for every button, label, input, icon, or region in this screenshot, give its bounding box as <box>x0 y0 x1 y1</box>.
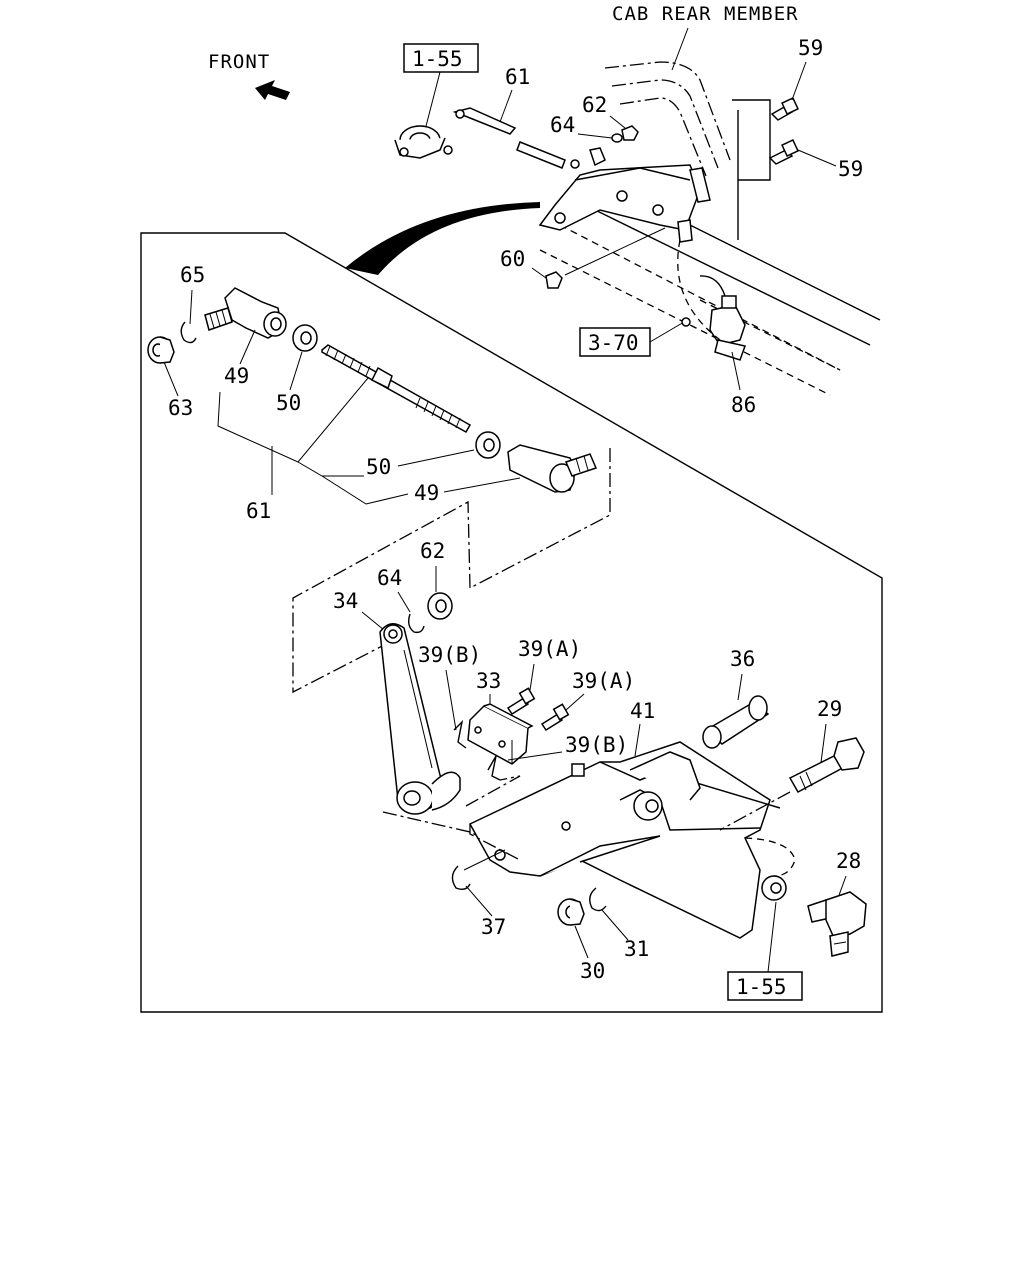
bolt-59-lower <box>768 139 799 165</box>
hidden-bushing <box>744 837 796 877</box>
screw-39a-lower <box>540 703 570 732</box>
callout-49-left: 49 <box>224 364 249 388</box>
clamp-part <box>394 125 453 159</box>
nut-50-right <box>475 431 501 459</box>
detail-arrow <box>345 202 540 275</box>
ref-label: 1-55 <box>736 975 787 999</box>
nut-63 <box>147 336 175 364</box>
spring-39b-upper <box>453 719 467 749</box>
callout-29: 29 <box>817 697 842 721</box>
callout-63: 63 <box>168 396 193 420</box>
upper-bracket <box>538 147 711 243</box>
fitting-28 <box>807 891 867 957</box>
clip-31 <box>589 887 607 912</box>
callout-30: 30 <box>580 959 605 983</box>
callout-50-left: 50 <box>276 391 301 415</box>
callout-37: 37 <box>481 915 506 939</box>
ref-label: 1-55 <box>412 47 463 71</box>
callout-59-lower: 59 <box>838 157 863 181</box>
phantom-plate-link <box>465 775 521 807</box>
ref-box-3-70[interactable]: 3-70 <box>579 327 651 357</box>
cab-rear-member-label: CAB REAR MEMBER <box>612 3 799 25</box>
callout-34: 34 <box>333 589 358 613</box>
callout-59-upper: 59 <box>798 36 823 60</box>
ref-label: 3-70 <box>588 331 639 355</box>
callout-86: 86 <box>731 393 756 417</box>
nut-30 <box>557 898 585 926</box>
front-label: FRONT <box>208 51 270 73</box>
plate-33 <box>467 703 534 765</box>
rod-assembly <box>147 287 598 493</box>
phantom-connector <box>292 448 611 694</box>
lever-34 <box>379 623 461 815</box>
ref-box-frame <box>403 43 479 73</box>
clip-65 <box>180 321 197 344</box>
switch-86 <box>677 239 746 361</box>
phantom-bolt-axis <box>719 791 791 831</box>
nut-60 <box>545 271 563 289</box>
top-rod-61 <box>452 107 580 169</box>
callout-61-top: 61 <box>505 65 530 89</box>
ref-box-frame <box>579 327 651 357</box>
pin-36 <box>702 695 770 749</box>
ref-box-frame <box>727 971 803 1001</box>
screw-39a-upper <box>506 687 536 716</box>
callout-28: 28 <box>836 849 861 873</box>
callout-39a-lower: 39(A) <box>572 669 635 693</box>
nut-50-left <box>292 324 318 352</box>
callout-39b-lower: 39(B) <box>565 733 628 757</box>
callout-36: 36 <box>730 647 755 671</box>
callout-64-top: 64 <box>550 113 575 137</box>
phantom-bracket-edge <box>469 824 521 861</box>
callout-62: 62 <box>420 539 445 563</box>
callout-39b-upper: 39(B) <box>418 643 481 667</box>
callout-60: 60 <box>500 247 525 271</box>
ref-box-1-55-bottom[interactable]: 1-55 <box>727 971 803 1001</box>
callout-31: 31 <box>624 937 649 961</box>
ref-box-1-55-top[interactable]: 1-55 <box>403 43 479 73</box>
nut-62 <box>427 592 453 620</box>
callout-49-right: 49 <box>414 481 439 505</box>
clip-64 <box>407 613 425 634</box>
callout-61-detail: 61 <box>246 499 271 523</box>
threaded-rod-61 <box>321 344 472 434</box>
spring-39b-lower <box>487 755 501 781</box>
nut-62-top <box>621 125 639 141</box>
callout-64: 64 <box>377 566 402 590</box>
callout-39a-upper: 39(A) <box>518 637 581 661</box>
bolt-29 <box>788 737 865 794</box>
front-arrow-icon <box>255 80 290 100</box>
callout-65: 65 <box>180 263 205 287</box>
callout-33: 33 <box>476 669 501 693</box>
rod-end-49-left <box>204 287 287 339</box>
front-indicator: FRONT <box>208 51 290 100</box>
detail-frame <box>140 232 883 1013</box>
main-bracket-41 <box>468 741 787 939</box>
rod-end-49-right <box>507 444 598 493</box>
callout-41: 41 <box>630 699 655 723</box>
callout-50-right: 50 <box>366 455 391 479</box>
clip-37 <box>451 865 471 891</box>
callout-62-top: 62 <box>582 93 607 117</box>
bolt-59-upper <box>770 97 799 121</box>
